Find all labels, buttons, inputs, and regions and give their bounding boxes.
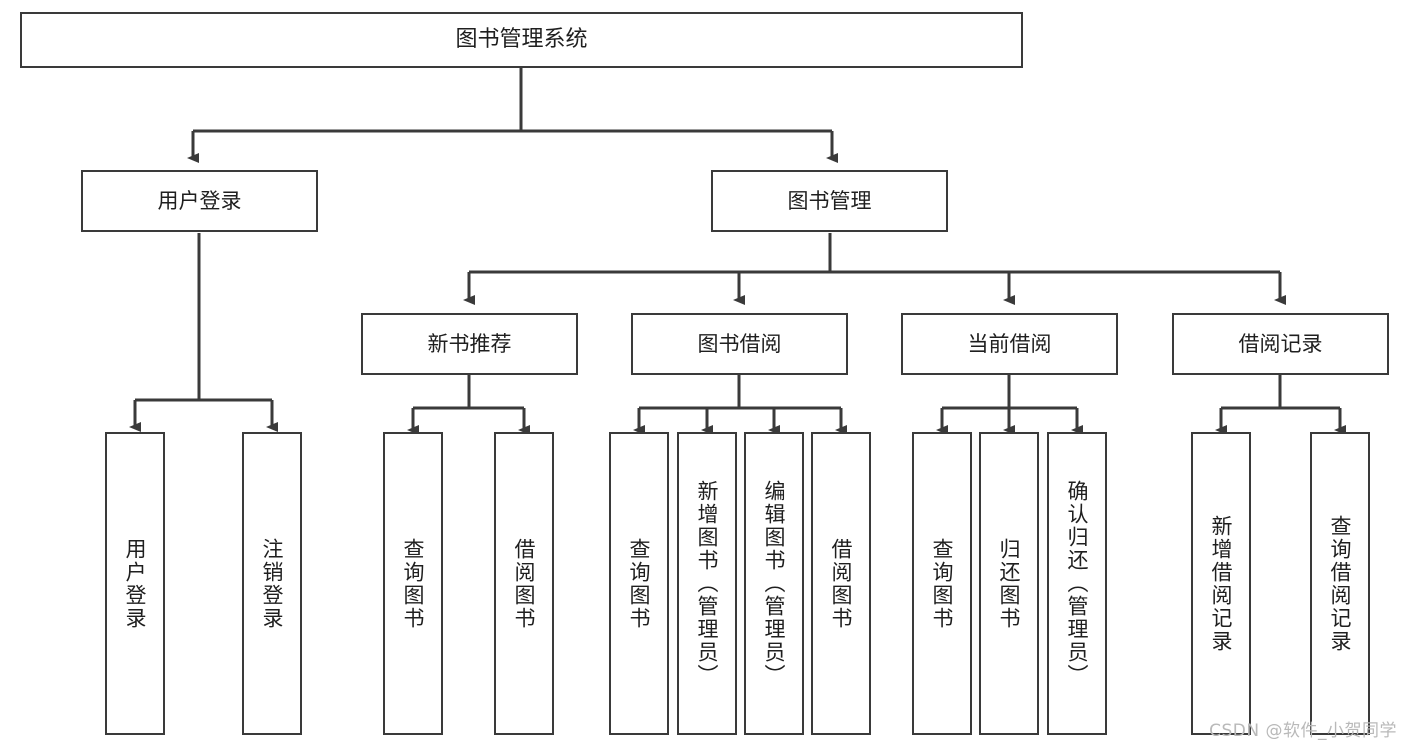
leaf-new-book-query[interactable]: 查询图书 [383,432,443,735]
leaf-label: 新增借阅记录 [1209,514,1234,653]
leaf-label: 编辑图书（管理员） [762,480,787,687]
leaf-user-login-login[interactable]: 用户登录 [105,432,165,735]
node-book-borrow-label: 图书借阅 [697,331,782,356]
node-current-borrow[interactable]: 当前借阅 [901,313,1118,375]
leaf-new-book-borrow[interactable]: 借阅图书 [494,432,554,735]
leaf-user-login-logout[interactable]: 注销登录 [242,432,302,735]
leaf-label: 用户登录 [123,537,148,630]
leaf-label: 归还图书 [997,537,1022,630]
leaf-label: 确认归还（管理员） [1065,480,1090,687]
leaf-current-confirm-return[interactable]: 确认归还（管理员） [1047,432,1107,735]
node-borrow-records-label: 借阅记录 [1238,331,1323,356]
leaf-label: 查询借阅记录 [1328,514,1353,653]
node-book-borrow[interactable]: 图书借阅 [631,313,848,375]
node-root-label: 图书管理系统 [455,27,588,53]
leaf-label: 注销登录 [260,537,285,630]
leaf-current-query[interactable]: 查询图书 [912,432,972,735]
leaf-borrow-add-book[interactable]: 新增图书（管理员） [677,432,737,735]
node-book-management-label: 图书管理 [787,188,872,213]
node-current-borrow-label: 当前借阅 [967,331,1052,356]
leaf-borrow-borrow-book[interactable]: 借阅图书 [811,432,871,735]
leaf-label: 借阅图书 [829,537,854,630]
leaf-label: 新增图书（管理员） [695,480,720,687]
leaf-label: 查询图书 [930,537,955,630]
leaf-label: 借阅图书 [512,537,537,630]
node-book-management[interactable]: 图书管理 [711,170,948,232]
leaf-records-add[interactable]: 新增借阅记录 [1191,432,1251,735]
node-user-login[interactable]: 用户登录 [81,170,318,232]
node-root[interactable]: 图书管理系统 [20,12,1023,68]
leaf-label: 查询图书 [401,537,426,630]
node-user-login-label: 用户登录 [157,188,242,213]
node-borrow-records[interactable]: 借阅记录 [1172,313,1389,375]
leaf-current-return[interactable]: 归还图书 [979,432,1039,735]
leaf-borrow-query[interactable]: 查询图书 [609,432,669,735]
leaf-borrow-edit-book[interactable]: 编辑图书（管理员） [744,432,804,735]
leaf-label: 查询图书 [627,537,652,630]
leaf-records-query[interactable]: 查询借阅记录 [1310,432,1370,735]
node-new-book-recommend[interactable]: 新书推荐 [361,313,578,375]
node-new-book-recommend-label: 新书推荐 [427,331,512,356]
watermark: CSDN @软件_小贺同学 [1209,721,1397,741]
